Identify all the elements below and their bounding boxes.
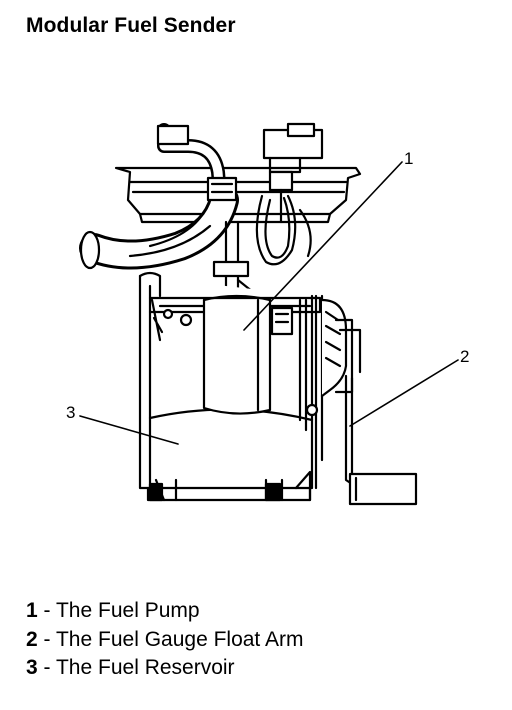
leader-line-3 <box>79 415 179 445</box>
legend-number: 3 <box>26 656 38 679</box>
callout-number-2: 2 <box>460 347 469 366</box>
callout-number-3: 3 <box>66 403 75 422</box>
legend-label: The Fuel Reservoir <box>55 656 235 679</box>
legend-number: 2 <box>26 627 38 651</box>
legend-separator: - <box>37 627 56 651</box>
fuel-gauge-float-arm <box>344 374 418 506</box>
legend: 1 - The Fuel Pump 2 - The Fuel Gauge Flo… <box>26 597 303 683</box>
legend-item-fuel-pump: 1 - The Fuel Pump <box>26 597 303 626</box>
fuel-sender-illustration: 1 2 3 <box>66 122 469 506</box>
legend-number: 1 <box>26 599 38 622</box>
leader-line-1 <box>243 161 403 331</box>
fuel-pump <box>202 294 294 415</box>
legend-label: The Fuel Pump <box>55 599 200 622</box>
float-arm-bracket <box>298 294 362 490</box>
fuel-hose <box>79 123 239 270</box>
legend-separator: - <box>37 599 56 622</box>
legend-item-float-arm: 2 - The Fuel Gauge Float Arm <box>26 626 303 655</box>
diagram-title: Modular Fuel Sender <box>26 14 236 37</box>
legend-separator: - <box>37 656 56 679</box>
electrical-connector <box>255 122 324 266</box>
callout-number-1: 1 <box>404 149 413 168</box>
leader-line-2 <box>349 359 459 427</box>
pump-stem <box>212 220 260 298</box>
flange-cover <box>114 166 362 224</box>
legend-item-fuel-reservoir: 3 - The Fuel Reservoir <box>26 654 303 683</box>
legend-label: The Fuel Gauge Float Arm <box>55 627 304 651</box>
